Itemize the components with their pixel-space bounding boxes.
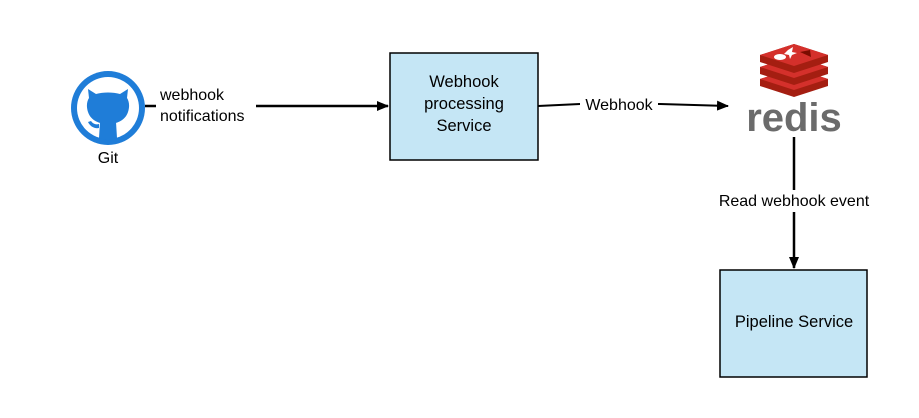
git-node: Git: [71, 71, 145, 167]
pipeline-service-node: Pipeline Service: [719, 269, 868, 378]
git-label: Git: [98, 150, 119, 167]
pipeline-service-box: [719, 269, 868, 378]
pipeline-service-label: Pipeline Service: [735, 313, 853, 331]
webhook-service-line-3: Service: [436, 117, 491, 135]
edge-label-webhook: webhook: [159, 87, 225, 104]
edge-git-to-webhook: webhook notifications: [145, 84, 389, 128]
webhook-processing-service-node: Webhook processing Service: [389, 52, 539, 161]
webhook-service-line-2: processing: [424, 95, 504, 113]
edge-redis-to-pipeline: Read webhook event: [708, 137, 880, 269]
webhook-service-line-1: Webhook: [429, 73, 499, 91]
redis-wordmark: redis: [746, 96, 842, 140]
edge-label-read-webhook-event: Read webhook event: [719, 193, 870, 210]
edge-label-webhook-redis: Webhook: [585, 97, 653, 114]
webhook-service-box: [389, 52, 539, 161]
github-icon: [71, 71, 145, 145]
edge-label-notifications: notifications: [160, 108, 245, 125]
edge-webhook-to-redis: Webhook: [537, 94, 729, 114]
redis-icon: [760, 44, 828, 97]
redis-node: redis: [746, 44, 842, 140]
